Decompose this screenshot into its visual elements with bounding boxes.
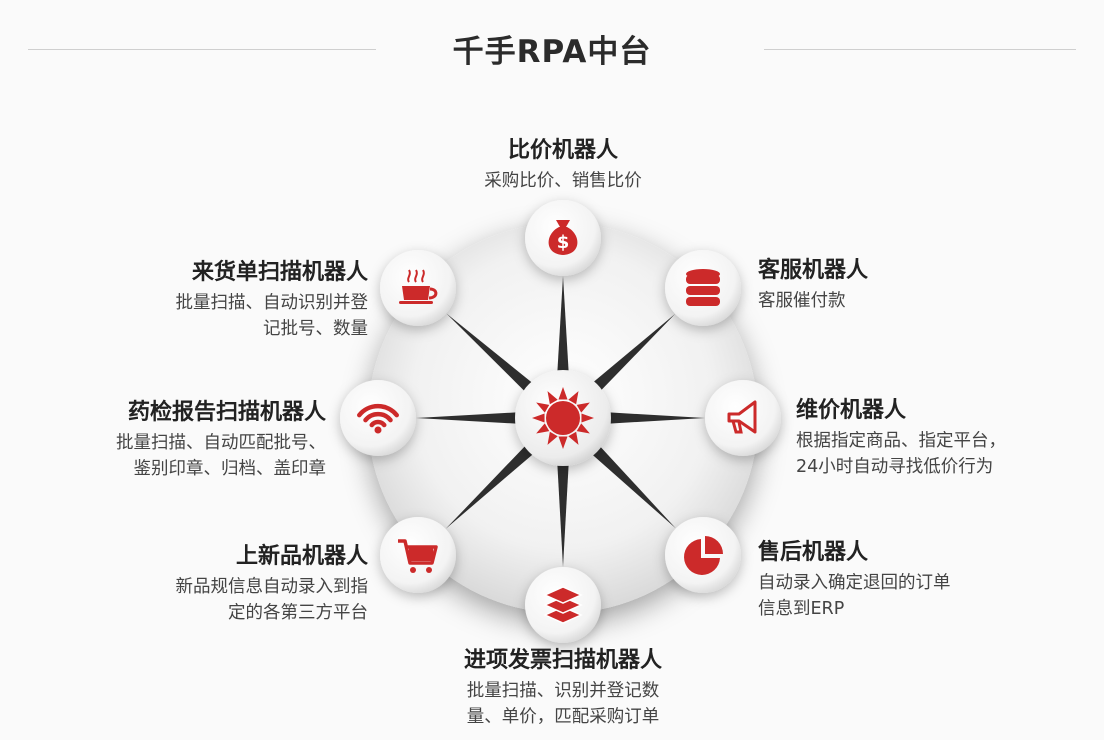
spoke-drug-report — [416, 412, 523, 424]
node-circle — [665, 517, 741, 593]
robot-description: 自动录入确定退回的订单 — [758, 573, 951, 593]
robot-label-price-compare: 比价机器人采购比价、销售比价 — [398, 136, 728, 194]
layers-icon — [543, 586, 583, 624]
robot-description: 新品规信息自动录入到指 — [175, 577, 369, 597]
database-icon — [686, 269, 720, 306]
sun-icon — [532, 387, 594, 449]
spoke-price-maintain — [603, 412, 705, 424]
robot-label-after-sales: 售后机器人自动录入确定退回的订单信息到ERP — [758, 538, 1088, 622]
robot-label-incoming-scan: 来货单扫描机器人批量扫描、自动识别并登记批号、数量 — [38, 258, 369, 342]
node-customer-service — [665, 250, 741, 326]
robot-description: 信息到ERP — [758, 599, 845, 619]
pie-chart-icon — [684, 536, 723, 575]
robot-description: 采购比价、销售比价 — [484, 171, 642, 191]
robot-name: 进项发票扫描机器人 — [463, 648, 662, 673]
robot-description: 客服催付款 — [758, 291, 846, 311]
node-invoice-scan — [525, 567, 601, 643]
robot-name: 药检报告扫描机器人 — [127, 400, 326, 425]
page-title: 千手RPA中台 — [452, 34, 652, 70]
robot-name: 上新品机器人 — [235, 544, 368, 569]
node-incoming-scan — [380, 250, 456, 326]
node-circle — [340, 380, 416, 456]
coffee-cup-icon — [399, 269, 438, 304]
node-new-product — [380, 517, 456, 593]
robot-description: 根据指定商品、指定平台， — [796, 431, 1006, 451]
robot-description: 定的各第三方平台 — [228, 603, 368, 623]
robot-label-price-maintain: 维价机器人根据指定商品、指定平台， 24小时自动寻找低价行为 — [796, 396, 1104, 480]
robot-name: 售后机器人 — [758, 540, 869, 565]
node-circle — [705, 380, 781, 456]
robot-description: 24小时自动寻找低价行为 — [796, 457, 994, 477]
robot-name: 来货单扫描机器人 — [191, 260, 368, 285]
robot-label-new-product: 上新品机器人新品规信息自动录入到指定的各第三方平台 — [38, 542, 369, 626]
node-price-maintain — [705, 380, 781, 456]
svg-text:$: $ — [557, 232, 570, 253]
node-after-sales — [665, 517, 741, 593]
robot-label-drug-report: 药检报告扫描机器人批量扫描、自动匹配批号、鉴别印章、归档、盖印章 — [0, 398, 326, 482]
robot-description: 批量扫描、自动匹配批号、 — [116, 433, 326, 453]
hub — [515, 370, 611, 466]
robot-name: 比价机器人 — [507, 138, 618, 163]
cart-icon — [398, 539, 438, 573]
robot-description: 批量扫描、识别并登记数 — [466, 681, 660, 701]
robot-name: 维价机器人 — [796, 398, 907, 423]
node-drug-report — [340, 380, 416, 456]
robot-description: 量、单价，匹配采购订单 — [466, 707, 660, 727]
title-divider-right — [764, 49, 1076, 50]
robot-name: 客服机器人 — [758, 258, 869, 283]
spoke-customer-service — [588, 313, 676, 396]
robot-description: 批量扫描、自动识别并登 — [175, 293, 369, 313]
wifi-icon — [357, 403, 399, 434]
robot-label-invoice-scan: 进项发票扫描机器人批量扫描、识别并登记数量、单价，匹配采购订单 — [398, 646, 728, 730]
spoke-incoming-scan — [446, 313, 538, 396]
megaphone-icon — [727, 400, 757, 434]
robot-description: 鉴别印章、归档、盖印章 — [133, 459, 327, 479]
node-price-compare: $ — [525, 200, 601, 276]
title-divider-left — [28, 49, 376, 50]
spoke-new-product — [445, 441, 539, 529]
robot-label-customer-service: 客服机器人客服催付款 — [758, 256, 1088, 314]
money-bag-icon: $ — [548, 220, 578, 255]
spoke-price-compare — [557, 276, 569, 378]
spoke-invoice-scan — [557, 458, 569, 567]
spoke-after-sales — [587, 441, 676, 529]
robot-description: 记批号、数量 — [263, 319, 368, 339]
